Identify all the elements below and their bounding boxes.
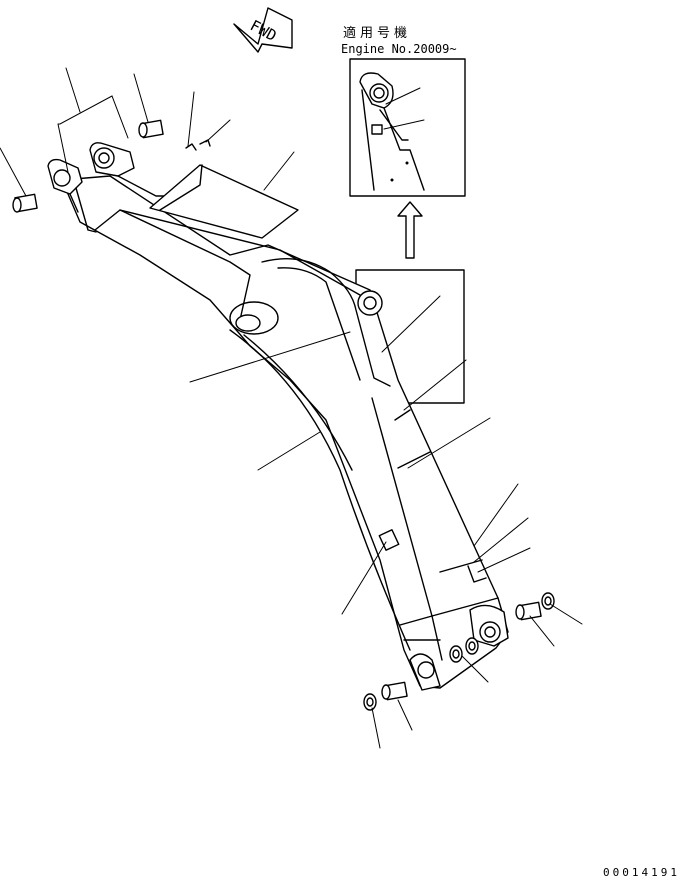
boom-body bbox=[47, 142, 509, 691]
bushing-right bbox=[515, 601, 542, 621]
parts-bushings bbox=[12, 119, 555, 711]
applicable-label: 適用号機 bbox=[343, 25, 411, 41]
bushing-bottom bbox=[381, 681, 408, 701]
fwd-arrow: FWD bbox=[233, 7, 293, 53]
detail-arrow-icon bbox=[397, 201, 423, 259]
inset-detail bbox=[349, 58, 466, 197]
drawing-number: 00014191 bbox=[603, 866, 679, 878]
washer-right bbox=[541, 592, 555, 610]
leader-lines bbox=[0, 67, 583, 749]
washer-mid bbox=[449, 637, 479, 663]
engine-number-label: Engine No.20009~ bbox=[341, 42, 457, 56]
bushing-left bbox=[12, 193, 38, 213]
bushing-top bbox=[138, 119, 164, 139]
inset-frame bbox=[349, 58, 466, 197]
washer-bottom bbox=[363, 693, 377, 711]
